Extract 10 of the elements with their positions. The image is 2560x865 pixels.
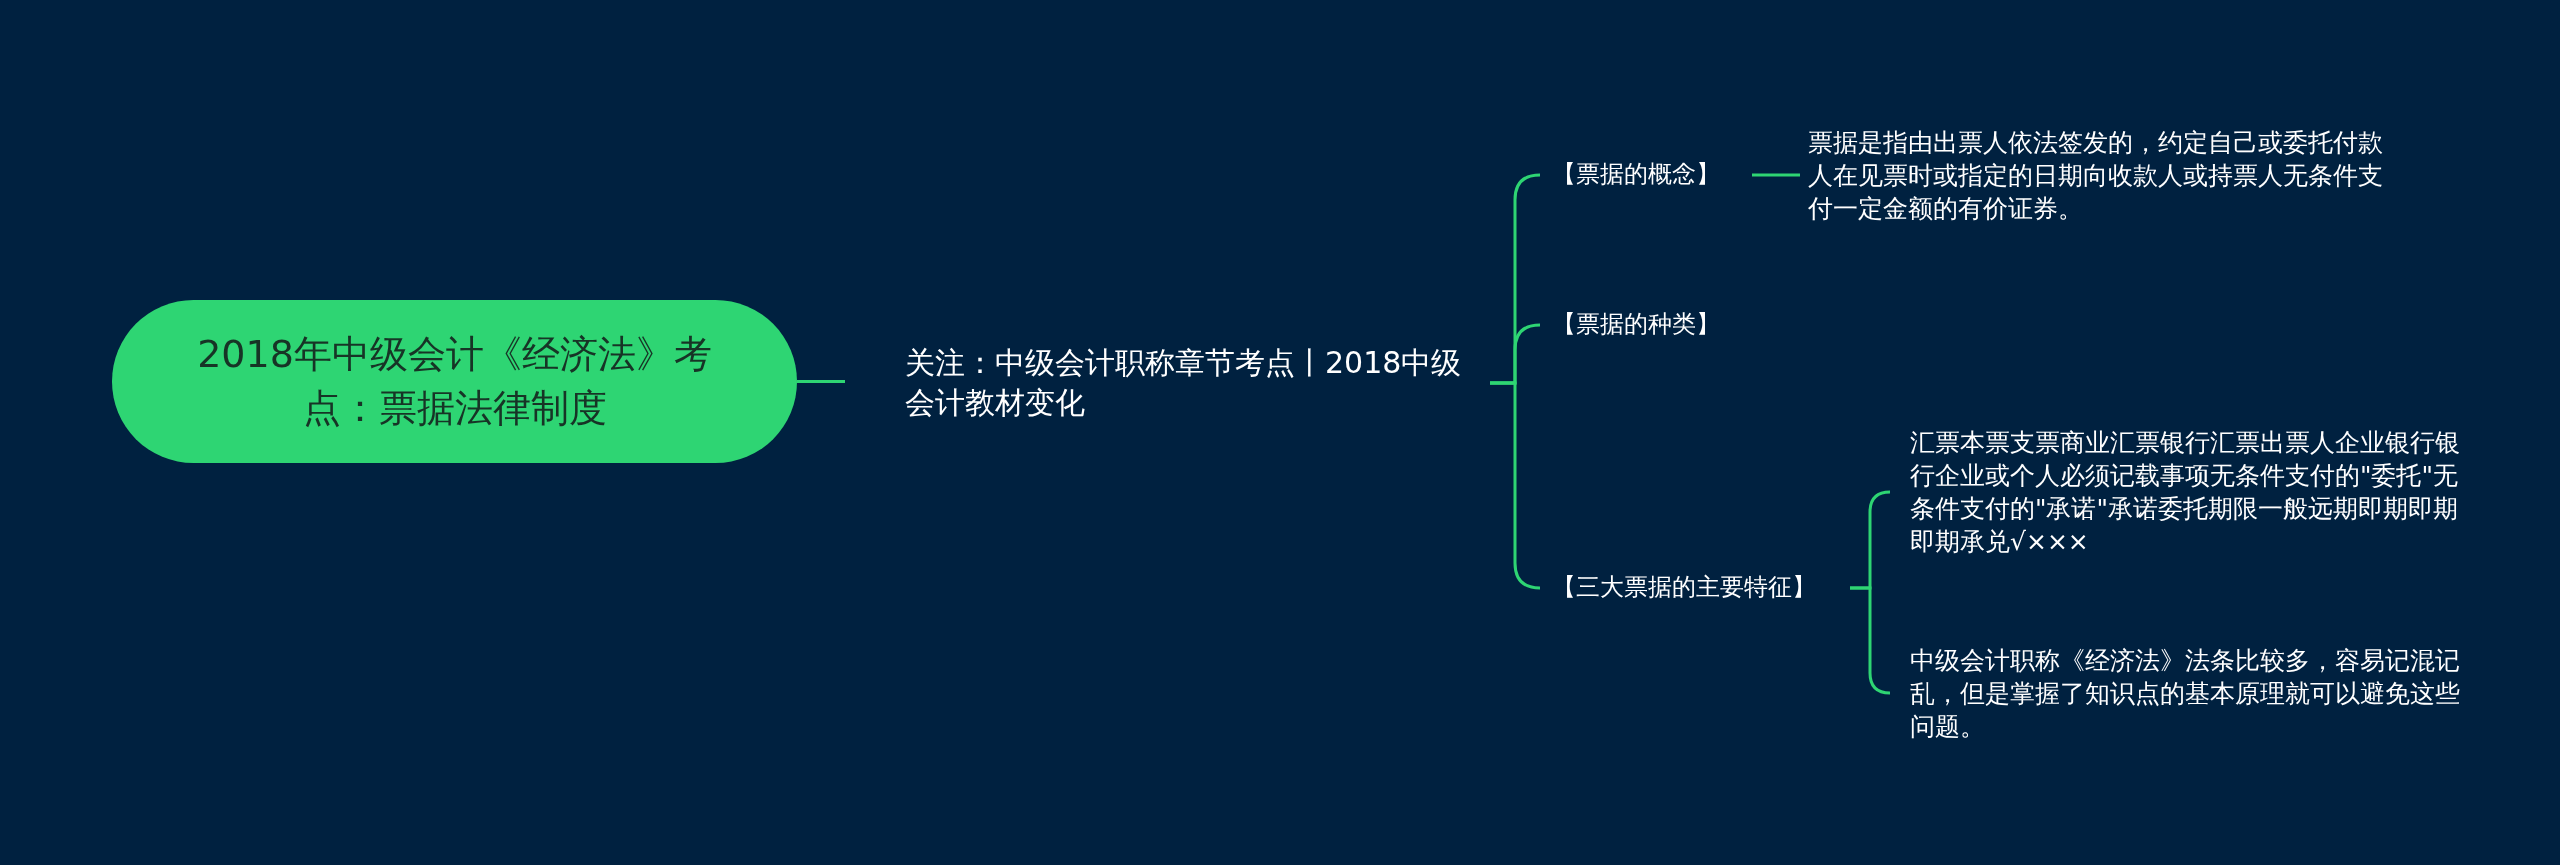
topic-text: 关注：中级会计职称章节考点丨2018中级会计教材变化: [905, 344, 1463, 422]
connector-line: [797, 380, 845, 383]
branch-label: 【票据的种类】: [1552, 309, 1720, 341]
description-text: 中级会计职称《经济法》法条比较多，容易记混记乱，但是掌握了知识点的基本原理就可以避免这些问题。: [1910, 644, 2461, 743]
root-topic-text: 2018年中级会计《经济法》考点：票据法律制度: [196, 331, 713, 432]
description-text: 票据是指由出票人依法签发的，约定自己或委托付款人在见票时或指定的日期向收款人或持票人无条件支付一定金额的有价证券。: [1808, 126, 2384, 225]
branch-label: 【票据的概念】: [1552, 159, 1720, 191]
branch-label: 【三大票据的主要特征】: [1552, 572, 1816, 604]
connector-line: [1752, 173, 1800, 177]
description-text: 汇票本票支票商业汇票银行汇票出票人企业银行银行企业或个人必须记载事项无条件支付的"委托"无条件支付的"承诺"承诺委托期限一般远期即期即期即期承兑√×××: [1910, 427, 2461, 558]
